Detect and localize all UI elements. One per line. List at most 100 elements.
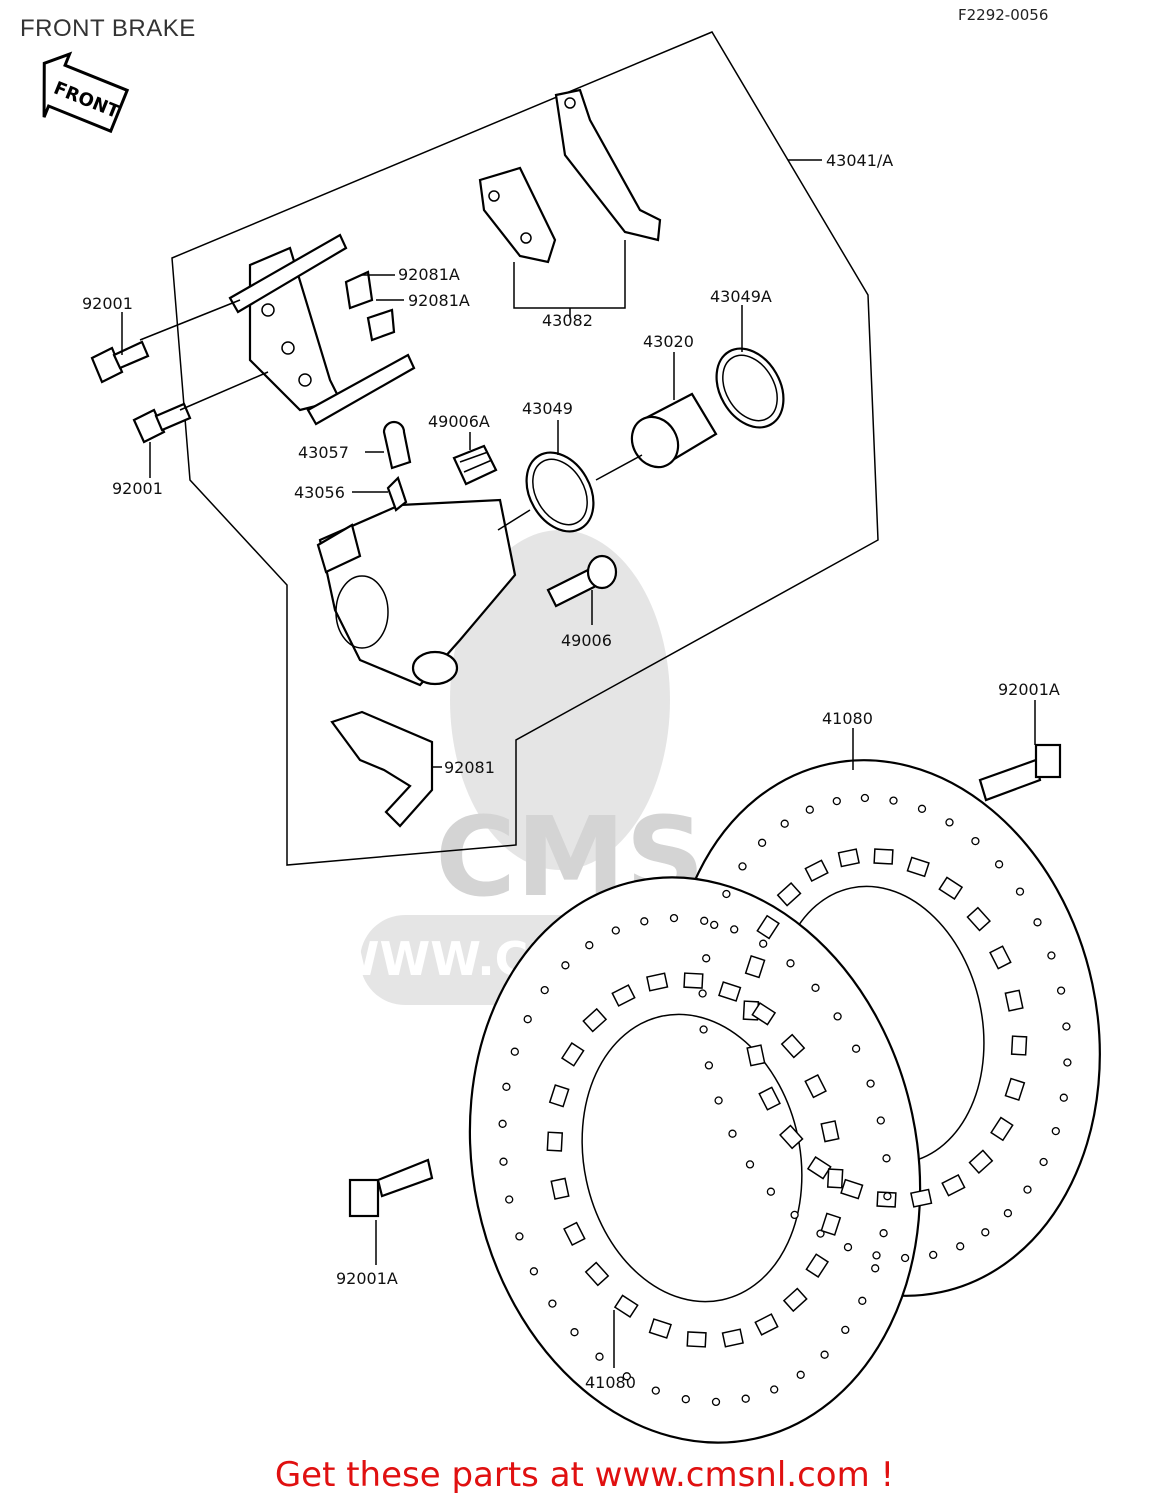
disc-vent-slot — [686, 1331, 707, 1348]
disc-vent-slot — [873, 848, 894, 865]
disc-hole — [529, 1267, 539, 1276]
disc-vent-slot — [744, 955, 766, 979]
disc-vent-slot — [611, 984, 636, 1007]
disc-vent-slot — [941, 1173, 966, 1197]
disc-hole — [561, 961, 570, 970]
disc-hole — [741, 1394, 750, 1403]
disc-hole — [714, 1096, 723, 1105]
disc-hole — [883, 1192, 892, 1201]
disc-hole — [699, 1025, 708, 1034]
disc-hole — [745, 1160, 755, 1169]
disc-hole — [722, 889, 731, 899]
disc-hole — [786, 959, 795, 968]
rear-disc-holes — [698, 793, 1072, 1263]
disc-hole — [956, 1242, 965, 1251]
disc-hole — [1023, 1185, 1032, 1194]
disc-vent-slot — [754, 1313, 779, 1336]
disc-vent-slot — [804, 1073, 827, 1099]
disc-hole — [698, 989, 707, 998]
disc-hole — [770, 1385, 779, 1394]
pad-spring-clips — [344, 270, 396, 342]
disc-vent-slot — [910, 1188, 933, 1208]
disc-hole — [841, 1325, 850, 1335]
bleeder-valve — [386, 475, 408, 512]
disc-hole — [1051, 1126, 1060, 1136]
disc-vent-slot — [776, 882, 802, 907]
disc-vent-slot — [756, 914, 780, 940]
disc-hole — [700, 916, 709, 925]
disc-hole — [738, 862, 747, 871]
disc-hole — [730, 925, 739, 934]
disc-vent-slot — [646, 972, 669, 992]
label-49006: 49006 — [561, 631, 612, 650]
part-labels: 43041/A 43082 92081A 92081A 92001 92001 … — [82, 151, 1060, 1392]
label-43049a: 43049A — [710, 287, 772, 306]
label-92001-top: 92001 — [82, 294, 133, 313]
disc-hole — [759, 939, 768, 948]
disc-vent-slot — [837, 848, 860, 868]
disc-hole — [971, 836, 980, 846]
disc-hole — [1015, 887, 1025, 896]
disc-vent-slot — [751, 1001, 777, 1026]
disc-hole — [548, 1299, 557, 1308]
shop-link-banner[interactable]: Get these parts at www.cmsnl.com ! — [274, 1455, 895, 1495]
label-43041: 43041/A — [826, 151, 893, 170]
disc-hole — [585, 941, 594, 950]
disc-hole — [889, 796, 898, 805]
disc-vent-slot — [840, 1178, 864, 1200]
disc-hole — [929, 1250, 938, 1260]
disc-hole — [796, 1370, 805, 1379]
label-43082: 43082 — [542, 311, 593, 330]
disc-vent-slot — [560, 1042, 585, 1067]
disc-vent-slot — [721, 1328, 744, 1348]
label-49006a: 49006A — [428, 412, 490, 431]
bracket-bolt-top — [90, 340, 150, 384]
disc-hole — [1063, 1058, 1072, 1067]
disc-hole — [757, 838, 767, 847]
disc-hole — [570, 1328, 579, 1337]
disc-hole — [945, 818, 954, 827]
disc-hole — [622, 1372, 631, 1381]
disc-vent-slot — [584, 1261, 610, 1287]
disc-hole — [832, 796, 841, 806]
disc-hole — [1059, 1093, 1068, 1102]
disc-vent-slot — [1004, 1077, 1026, 1101]
caliper-assembly-outline — [171, 31, 879, 866]
disc-hole — [882, 1154, 891, 1163]
label-92081a-upper: 92081A — [398, 265, 460, 284]
brake-pads — [478, 88, 662, 264]
label-92001a-left: 92001A — [336, 1269, 398, 1288]
disc-hole — [728, 1129, 737, 1138]
disc-hole — [816, 1229, 825, 1238]
disc-vent-slot — [548, 1084, 570, 1108]
disc-vent-slot — [989, 945, 1012, 970]
label-92081a-lower: 92081A — [408, 291, 470, 310]
disc-hole — [1003, 1209, 1013, 1218]
disc-hole — [917, 804, 927, 813]
disc-vent-slot — [563, 1221, 586, 1247]
disc-vent-slot — [805, 1253, 830, 1278]
disc-vent-slot — [1004, 989, 1024, 1012]
disc-bolt-left — [348, 1158, 434, 1218]
disc-vent-slot — [826, 1168, 844, 1189]
caliper-slide-pin — [546, 554, 618, 608]
disc-hole — [876, 1116, 885, 1125]
label-92001a-right: 92001A — [998, 680, 1060, 699]
bracket-bolt-bottom — [132, 402, 192, 444]
disc-vent-slot — [906, 856, 930, 878]
caliper-piston — [630, 392, 718, 469]
disc-hole — [640, 917, 649, 926]
disc-bolt-right — [978, 743, 1062, 802]
caliper-body — [316, 498, 517, 687]
disc-hole — [780, 819, 789, 828]
disc-hole — [994, 860, 1004, 869]
disc-vent-slot — [546, 1131, 564, 1152]
disc-hole — [681, 1395, 690, 1404]
disc-hole — [851, 1044, 861, 1053]
disc-vent-slot — [990, 1116, 1014, 1142]
disc-vent-slot — [820, 1120, 840, 1143]
disc-vent-slot — [718, 981, 742, 1002]
disc-vent-slot — [648, 1318, 672, 1339]
